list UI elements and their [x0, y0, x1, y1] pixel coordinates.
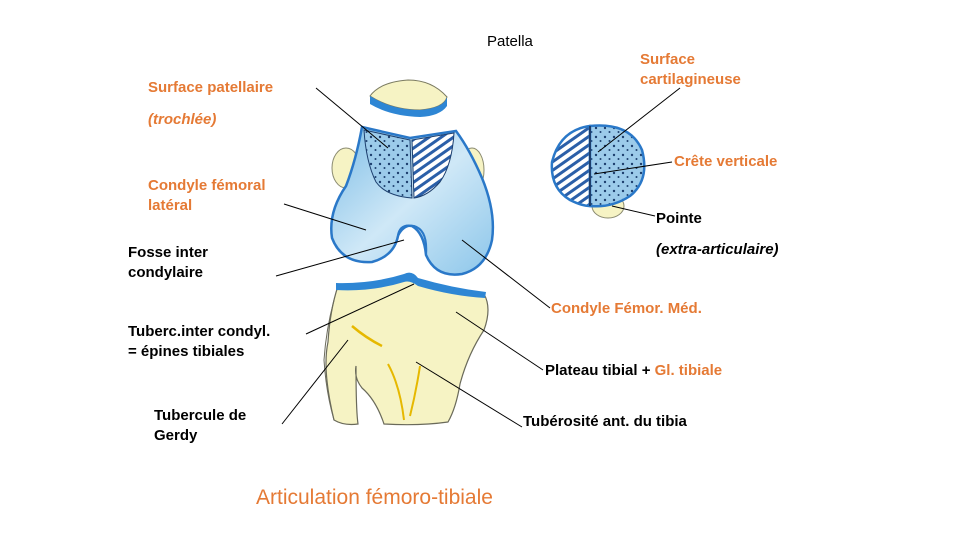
tubercule-intercondylaire-label: Tuberc.inter condyl. = épines tibiales	[128, 322, 270, 362]
condyle-medial-label: Condyle Fémor. Méd.	[551, 300, 702, 317]
extra-articulaire-label: (extra-articulaire)	[656, 241, 779, 258]
surface-cartilagineuse-line1: Surface	[640, 51, 696, 68]
leader-lines	[275, 87, 681, 428]
tibia-shape	[323, 272, 489, 426]
surface-patellaire-text: Surface patellaire	[148, 79, 274, 96]
diagram-title: Articulation fémoro-tibiale	[256, 486, 493, 509]
condyle-lateral-label: Condyle fémoral latéral	[148, 176, 266, 216]
femur-shape	[330, 125, 495, 276]
surface-patellaire-label: Surface patellaire	[148, 78, 273, 98]
patella-label: Patella	[487, 33, 533, 50]
condyle-lateral-line1: Condyle fémoral	[148, 177, 266, 194]
patella-shape	[369, 79, 448, 117]
surface-cartilagineuse-line2: cartilagineuse	[640, 71, 741, 88]
fosse-line2: condylaire	[128, 264, 204, 281]
trochlee-label: (trochlée)	[148, 111, 217, 128]
plateau-tibial-label: Plateau tibial + Gl. tibiale	[545, 361, 722, 381]
fosse-intercondylaire-label: Fosse inter condylaire	[128, 243, 208, 283]
tuberc-line2: = épines tibiales	[128, 343, 245, 360]
patella-posterior-view	[550, 124, 646, 219]
gl-tibiale-text: Gl. tibiale	[654, 362, 723, 379]
pointe-label: Pointe	[656, 210, 702, 227]
plateau-text: Plateau tibial +	[545, 362, 655, 379]
condyle-lateral-line2: latéral	[148, 197, 193, 214]
tuberc-line1: Tuberc.inter condyl.	[128, 323, 271, 340]
gerdy-line2: Gerdy	[154, 427, 198, 444]
surface-cartilagineuse-label: Surface cartilagineuse	[640, 50, 741, 90]
tuberosite-label: Tubérosité ant. du tibia	[523, 413, 687, 430]
fosse-line1: Fosse inter	[128, 244, 209, 261]
gerdy-line1: Tubercule de	[154, 407, 247, 424]
tubercule-gerdy-label: Tubercule de Gerdy	[154, 406, 246, 446]
crete-verticale-label: Crête verticale	[674, 153, 778, 170]
